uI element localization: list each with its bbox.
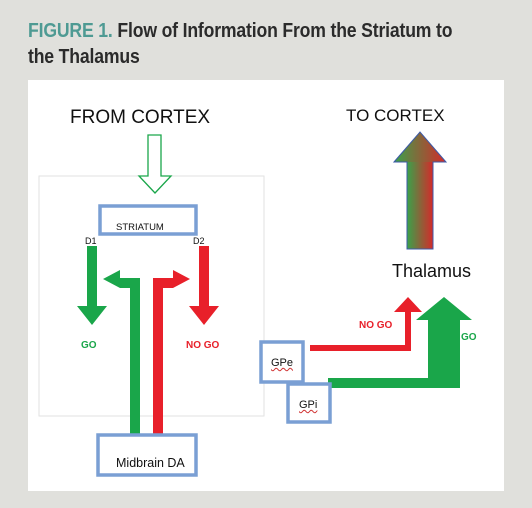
go-direct-label: GO <box>81 340 97 351</box>
gpi-go-arrow <box>328 297 472 388</box>
gpe-label: GPe <box>271 357 294 369</box>
d2-label: D2 <box>193 236 205 246</box>
figure-title: FIGURE 1. Flow of Information From the S… <box>28 18 453 70</box>
figure-title-line1: Flow of Information From the Striatum to <box>117 19 453 42</box>
striatum-label: STRIATUM <box>116 222 164 233</box>
nogo-gpe-label: NO GO <box>359 320 393 331</box>
midbrain-green-tail <box>130 416 140 434</box>
gpe-box <box>259 340 305 384</box>
midbrain-to-d2-arrow <box>153 270 190 429</box>
d1-go-arrow <box>77 246 107 325</box>
to-cortex-arrowhead <box>394 132 446 162</box>
midbrain-da-label: Midbrain DA <box>116 456 185 470</box>
d2-nogo-arrow <box>189 246 219 325</box>
midbrain-to-d1-arrow <box>103 270 140 429</box>
gpi-label: GPi <box>299 399 318 411</box>
to-cortex-arrow <box>407 160 433 249</box>
gpe-nogo-arrow <box>310 297 422 351</box>
nogo-indirect-label: NO GO <box>186 340 220 351</box>
figure-title-line2: the Thalamus <box>28 45 140 68</box>
midbrain-red-tail <box>153 416 163 434</box>
go-gpi-label: GO <box>461 332 477 343</box>
figure-label: FIGURE 1. <box>28 19 113 42</box>
from-cortex-arrow <box>137 134 173 194</box>
striatum-box <box>98 204 198 236</box>
midbrain-da-box <box>96 433 198 477</box>
from-cortex-label: FROM CORTEX <box>70 107 211 128</box>
diagram-canvas <box>38 131 472 477</box>
diagram-panel: FROM CORTEX TO CORTEX Thalamus STRIATUM … <box>28 80 504 491</box>
thalamus-label: Thalamus <box>392 261 472 281</box>
d1-label: D1 <box>85 236 97 246</box>
to-cortex-label: TO CORTEX <box>346 106 445 125</box>
gpi-box <box>286 382 332 424</box>
